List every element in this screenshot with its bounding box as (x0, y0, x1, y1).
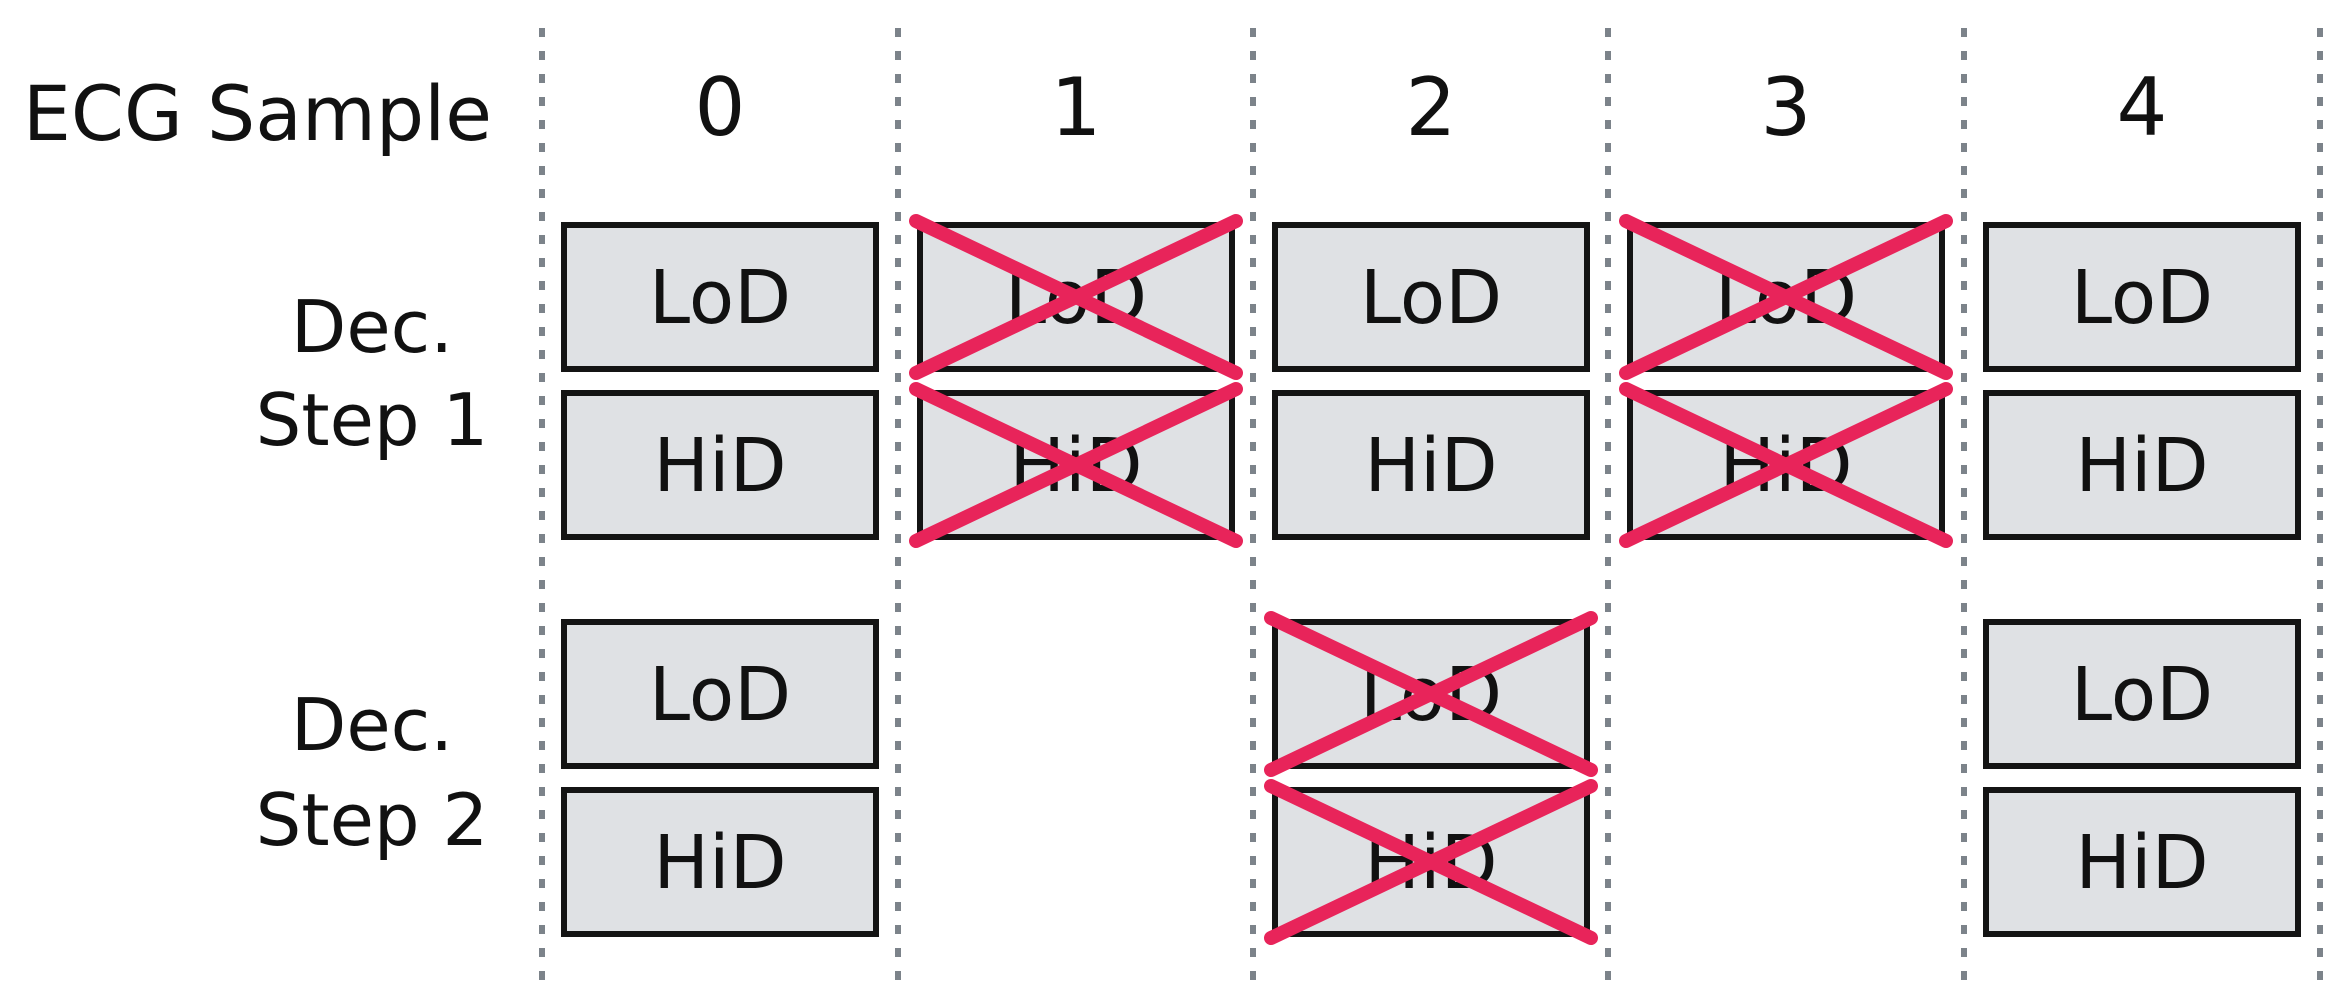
lod-cell: LoD (1983, 619, 2301, 769)
cell-label: LoD (1360, 255, 1502, 341)
cell-box (561, 222, 879, 372)
column-header: 4 (2117, 61, 2168, 154)
cell-label: HiD (1364, 423, 1497, 509)
drop-cross-line (1619, 214, 1953, 380)
header-label: ECG Sample (23, 69, 492, 158)
cell-box (1983, 787, 2301, 937)
drop-cross-line (1619, 382, 1953, 548)
lod-cell: LoD (1983, 222, 2301, 372)
cell-box (1983, 390, 2301, 540)
cell-label: LoD (649, 255, 791, 341)
column-header: 2 (1406, 61, 1457, 154)
column-header: 1 (1051, 61, 1102, 154)
column-header: 3 (1761, 61, 1812, 154)
hid-cell: HiD (1619, 382, 1953, 548)
drop-cross-line (909, 382, 1243, 548)
hid-cell: HiD (1264, 779, 1598, 945)
cell-box (1983, 619, 2301, 769)
cell-label: LoD (649, 652, 791, 738)
hid-cell: HiD (1983, 787, 2301, 937)
drop-cross-line (1264, 611, 1598, 777)
cell-box (561, 619, 879, 769)
lod-cell: LoD (909, 214, 1243, 380)
lod-cell: LoD (561, 619, 879, 769)
step-1-label: Dec. Step 1 (256, 285, 489, 462)
hid-cell: HiD (561, 390, 879, 540)
step-label-line: Step 2 (256, 778, 489, 862)
cell-box (561, 787, 879, 937)
drop-cross-line (1264, 779, 1598, 945)
cells-layer: LoDHiDLoDHiDLoDHiDLoDHiDLoDHiDLoDHiDLoDH… (561, 214, 2301, 945)
step-label-line: Step 1 (256, 378, 489, 462)
cell-label: HiD (653, 820, 786, 906)
cell-box (1272, 222, 1590, 372)
cell-box (561, 390, 879, 540)
cell-label: LoD (2071, 255, 2213, 341)
cell-label: HiD (2075, 423, 2208, 509)
step-label-line: Dec. (291, 285, 453, 369)
hid-cell: HiD (561, 787, 879, 937)
hid-cell: HiD (1983, 390, 2301, 540)
column-headers: 0 1 2 3 4 (695, 61, 2168, 154)
cell-label: HiD (2075, 820, 2208, 906)
step-label-line: Dec. (291, 683, 453, 767)
lod-cell: LoD (1264, 611, 1598, 777)
lod-cell: LoD (561, 222, 879, 372)
lod-cell: LoD (1272, 222, 1590, 372)
hid-cell: HiD (909, 382, 1243, 548)
cell-label: HiD (653, 423, 786, 509)
step-2-label: Dec. Step 2 (256, 683, 489, 862)
column-header: 0 (695, 61, 746, 154)
hid-cell: HiD (1272, 390, 1590, 540)
cell-box (1272, 390, 1590, 540)
cell-label: LoD (2071, 652, 2213, 738)
drop-cross-line (909, 214, 1243, 380)
cell-box (1983, 222, 2301, 372)
lod-cell: LoD (1619, 214, 1953, 380)
